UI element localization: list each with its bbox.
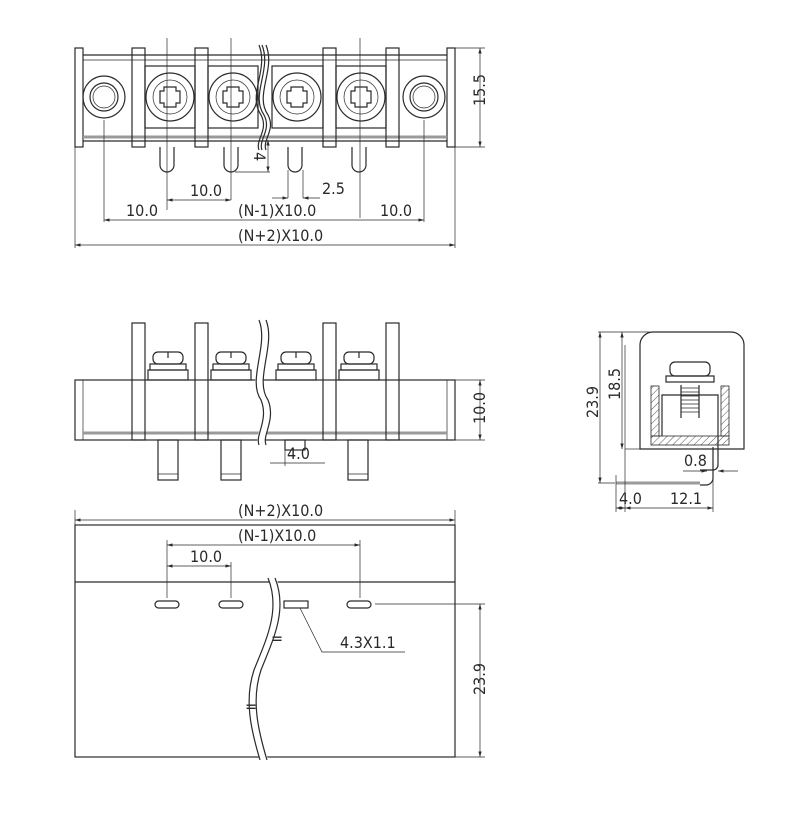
top-overall-dim: (N+2)X10.0 [238,226,323,245]
top-right-end-dim: 10.0 [380,201,412,220]
footprint-view: == (N+2)X10.0 (N-1)X10.0 10.0 4.3X1.1 23… [74,501,489,762]
svg-text:=: = [271,629,283,648]
side-body-height-dim: 18.5 [605,368,624,400]
top-pin-offset-dim: 4 [250,152,269,161]
screw-terminals [144,65,387,129]
screws [147,351,380,381]
side-pin-thickness-dim: 0.8 [684,451,707,470]
break-line [255,318,272,447]
footprint-overall-dim: (N+2)X10.0 [238,501,323,520]
top-inner-span-dim: (N-1)X10.0 [238,201,316,220]
top-pitch-dim: 10.0 [190,181,222,200]
front-view: 10.0 4.0 [74,318,489,481]
top-left-end-dim: 10.0 [126,201,158,220]
svg-text:=: = [245,697,257,716]
top-view: 15.5 4 10.0 2.5 10.0 (N-1)X10.0 10.0 (N+… [74,38,489,248]
barriers [131,322,400,441]
side-view: 23.9 18.5 0.8 4.0 12.1 [583,331,745,512]
side-pin-offset-dim: 4.0 [619,489,642,508]
screw-clamp [650,361,730,471]
pins [157,439,369,481]
mounting-hole-left [82,75,126,119]
footprint-pitch-dim: 10.0 [190,547,222,566]
footprint-depth-dim: 23.9 [470,663,489,695]
mounting-hole-right [402,75,446,119]
top-height-dim: 15.5 [470,74,489,106]
break-line [255,44,272,151]
front-body-height-dim: 10.0 [470,392,489,424]
footprint-slot-dim: 4.3X1.1 [340,633,396,652]
top-pin-width-dim: 2.5 [322,179,345,198]
break-line: == [245,576,283,762]
side-total-height-dim: 23.9 [583,386,602,418]
footprint-inner-span-dim: (N-1)X10.0 [238,526,316,545]
side-depth-dim: 12.1 [670,489,702,508]
pin-slots [154,600,372,609]
front-pin-gap-dim: 4.0 [287,444,310,463]
